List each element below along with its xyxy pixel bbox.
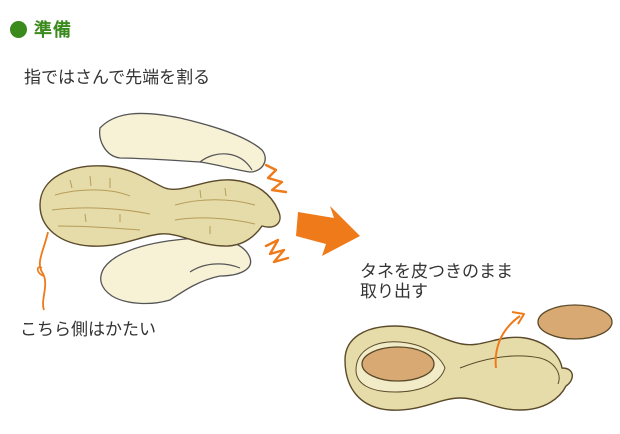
remove-seed-line1: タネを皮つきのまま: [360, 262, 513, 282]
peanut-shell: [39, 165, 281, 247]
curved-arrow-icon: [494, 315, 521, 369]
section-title: 準備: [34, 20, 72, 41]
crack-mark-top: [264, 163, 288, 194]
hard-side-label: こちら側はかたい: [20, 320, 156, 340]
bullet-dot-icon: [10, 20, 27, 38]
bottom-finger: [100, 237, 252, 305]
instruction-label: 指ではさんで先端を割る: [24, 68, 211, 88]
remove-seed-line2: 取り出す: [360, 282, 428, 303]
seed-removed: [537, 304, 613, 340]
crack-mark-bottom: [264, 238, 290, 264]
remove-seed-label: タネを皮つきのまま 取り出す: [360, 262, 580, 303]
seed-in-shell: [361, 346, 435, 382]
section-header: 準備: [10, 16, 72, 42]
hard-side-pointer: [38, 231, 49, 311]
top-finger: [99, 112, 266, 173]
